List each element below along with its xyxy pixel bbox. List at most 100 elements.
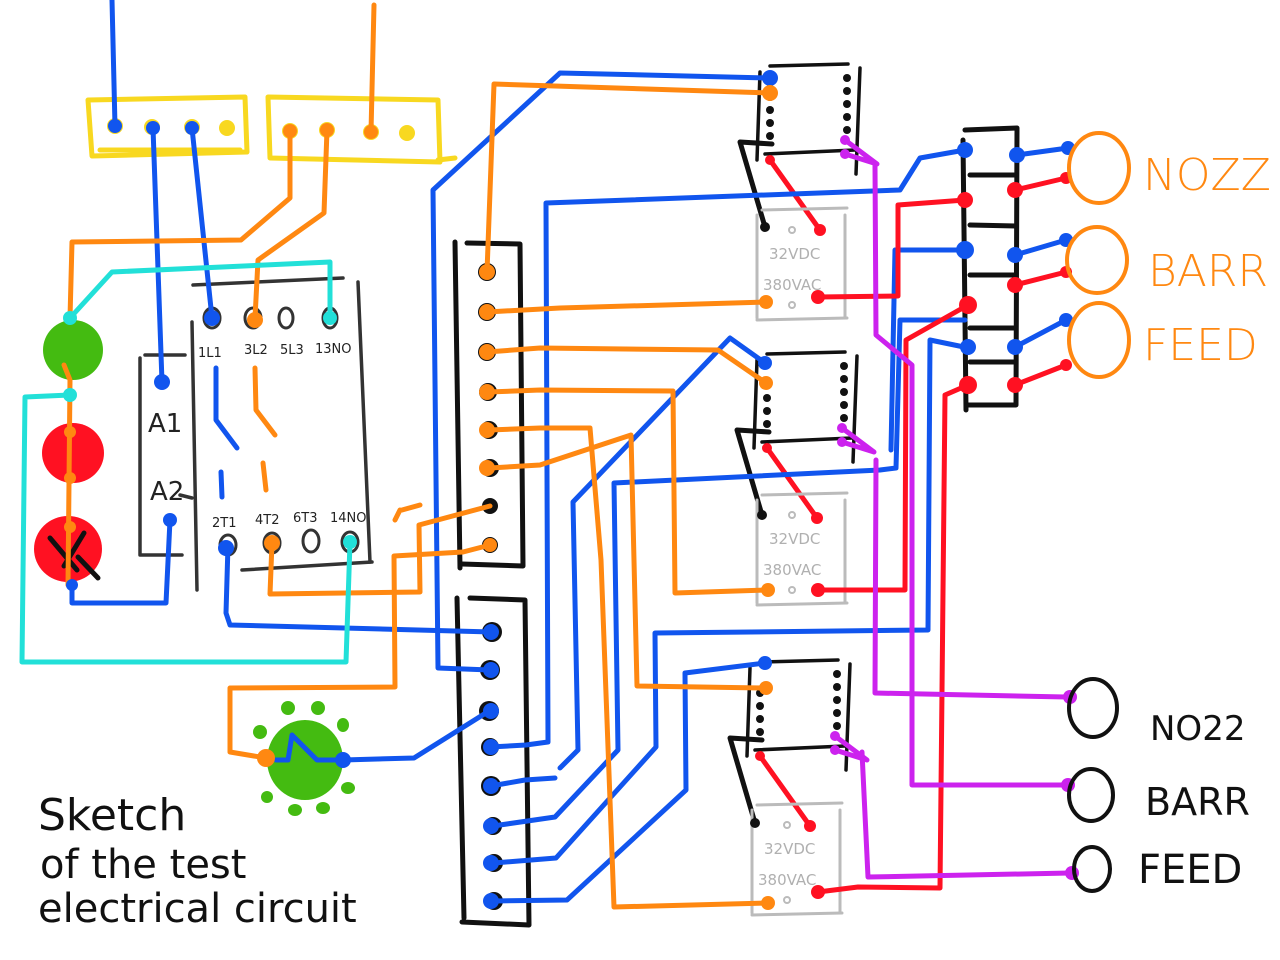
wire-terminal-dot [1007,339,1023,355]
wire-terminal-dot [323,311,337,325]
ssr-load-label: 380VAC [758,871,816,889]
wire-terminal-dot [479,422,495,438]
wire-terminal-dot [264,535,280,551]
heater-label-feed: FEED [1143,320,1258,371]
terminal-label-3l2: 3L2 [244,343,268,358]
wire-terminal-dot [479,460,495,476]
wire-terminal-dot [759,681,773,695]
wire-terminal-dot [479,384,495,400]
wire-terminal-dot [320,123,334,137]
relay-unit-feed: 32VDC 380VAC [727,658,870,917]
wire-terminal-dot [364,125,378,139]
wire-terminal-dot [146,121,160,135]
wires-red [815,175,1069,895]
wire-terminal-dot [483,739,499,755]
coil-label-a1: A1 [148,409,182,439]
wire-terminal-dot [283,124,297,138]
coil-label-a2: A2 [150,477,184,507]
wire-terminal-dot [343,535,357,549]
ssr-nozz: 32VDC 380VAC [755,206,849,322]
wire-terminal-dot [1007,377,1023,393]
wire-terminal-dot [761,583,775,597]
wire-terminal-dot [956,241,974,259]
wire-terminal-dots [63,70,1079,910]
wire-terminal-dot [762,85,778,101]
wire-terminal-dot [762,70,778,86]
heater-label-barr: BARR [1148,246,1268,297]
terminal-label-6t3: 6T3 [293,511,317,526]
thermocouple-inputs: NO22 BARR FEED [1067,677,1250,893]
wire-terminal-dot [163,513,177,527]
wire-terminal-dot [479,304,495,320]
terminal-strip-upper [452,239,526,571]
relay-unit-barr: 32VDC 380VAC [734,350,877,607]
wire-terminal-dot [218,540,234,556]
wire-terminal-dot [759,295,773,309]
terminal-label-1l1: 1L1 [198,346,222,361]
heater-barr-symbol [1065,225,1129,295]
wire-terminal-dot [63,388,77,402]
wire-terminal-dot [483,703,499,719]
wire-terminal-dot [758,356,772,370]
wires-magenta [859,162,1073,880]
wire-terminal-dot [1007,182,1023,198]
tc-label-nozz: NO22 [1150,709,1245,749]
lamp-red-1 [42,423,104,483]
wire-terminal-dot [66,579,78,591]
terminal-label-2t1: 2T1 [212,516,236,531]
heater-feed-symbol [1067,301,1131,379]
wire-terminal-dot [811,583,825,597]
wire-terminal-dot [483,818,499,834]
wire-terminal-dot [811,290,825,304]
wire-terminal-dot [64,426,76,438]
wire-terminal-dot [957,142,973,158]
wire-terminal-dot [108,119,122,133]
wire-terminal-dot [759,376,773,390]
terminal-label-4t2: 4T2 [255,513,279,528]
wire-terminal-dot [959,296,977,314]
wire-terminal-dot [483,662,499,678]
wires-orange [61,2,773,910]
wire-terminal-dot [483,624,499,640]
ssr-feed: 32VDC 380VAC [750,801,844,917]
wire-terminal-dot [479,344,495,360]
tc-feed-symbol [1072,845,1112,893]
wire-terminal-dot [758,656,772,670]
tc-barr-symbol [1067,767,1115,823]
wire-terminal-dot [959,376,977,394]
heater-nozz-symbol [1067,131,1131,205]
ssr-load-label: 380VAC [763,561,821,579]
output-terminal-block [960,125,1020,413]
wire-terminal-dot [1007,277,1023,293]
wire-terminal-dot [63,311,77,325]
tc-nozz-symbol [1067,677,1119,739]
lamp-green [43,320,103,380]
wires-blue [69,0,1071,904]
wire-terminal-dot [1059,313,1073,327]
terminal-strip-lower [454,595,532,928]
wire-terminal-dot [204,310,220,326]
wire-terminal-dot [1007,247,1023,263]
wire-terminal-dot [185,121,199,135]
wire-terminal-dot [483,778,499,794]
wire-terminal-dot [64,472,76,484]
wire-terminal-dot [1009,147,1025,163]
wire-terminal-dot [64,521,76,533]
ssr-control-label: 32VDC [764,840,815,858]
wire-terminal-dot [483,855,499,871]
title-line-3: electrical circuit [38,886,357,932]
wires-cyan [19,259,353,665]
ssr-control-label: 32VDC [769,530,820,548]
wire-terminal-dot [479,264,495,280]
diagram-title: Sketch of the test electrical circuit [38,790,357,932]
ssr-control-label: 32VDC [769,245,820,263]
terminal-label-13no: 13NO [315,342,352,357]
terminal-label-14no: 14NO [330,511,367,526]
wire-terminal-dot [761,896,775,910]
title-line-2: of the test [40,842,246,888]
terminal-label-5l3: 5L3 [280,343,304,358]
tc-label-feed: FEED [1138,847,1242,893]
ssr-load-label: 380VAC [763,276,821,294]
wire-terminal-dot [957,192,973,208]
title-line-1: Sketch [38,790,186,841]
